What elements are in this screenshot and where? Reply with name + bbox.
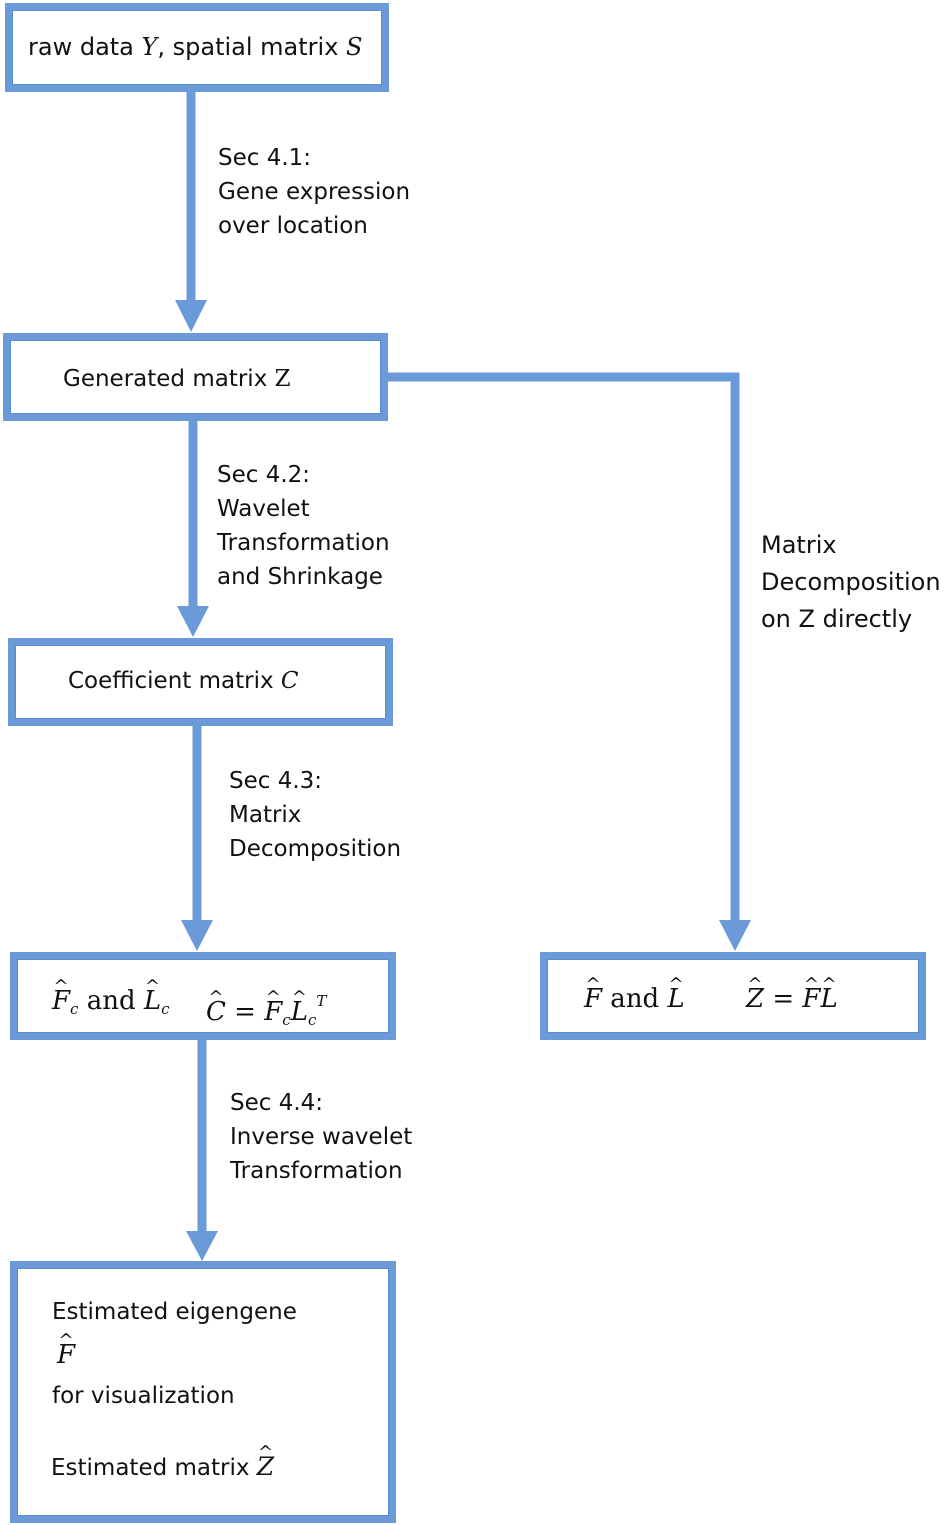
coefficient-matrix-text: Coefficient matrix (68, 668, 281, 694)
edge-label-line: Wavelet (217, 496, 310, 522)
edge-label-line: Matrix (761, 531, 837, 559)
edge-label-line: Sec 4.2: (217, 462, 311, 488)
generated-matrix-label: Generated matrix Z (63, 362, 291, 396)
output-line-1: Estimated eigengene (52, 1299, 297, 1325)
edge-label-line: Transformation (217, 530, 390, 556)
z-hat-symbol: Z (746, 982, 764, 1016)
coefficient-matrix-label: Coefficient matrix C (68, 664, 299, 698)
z-hat-symbol: Z (257, 1450, 274, 1484)
output-f-hat: F (57, 1338, 75, 1372)
equals-sign: = (764, 984, 803, 1014)
edge-label-1: Sec 4.1: Gene expression over location (218, 141, 410, 243)
estimated-matrix-text: Estimated matrix (51, 1455, 257, 1481)
superscript-t: T (316, 992, 327, 1010)
generated-matrix-text: Generated matrix (63, 366, 275, 392)
edge-label-line: on Z directly (761, 605, 913, 633)
subscript-c: c (70, 1000, 79, 1018)
edge-arrowhead-2 (177, 606, 209, 637)
c-hat-equation: C = FcLcT (206, 984, 326, 1037)
f-hat-symbol: F (57, 1338, 75, 1372)
edge-label-line: Sec 4.1: (218, 145, 312, 171)
edge-label-line: Inverse wavelet (230, 1124, 413, 1150)
edge-label-line: Transformation (230, 1158, 403, 1184)
edge-label-line: Sec 4.3: (229, 768, 323, 794)
edge-label-line: Sec 4.4: (230, 1090, 324, 1116)
node-coefficient-matrix (8, 638, 393, 726)
edge-line-5 (386, 372, 740, 926)
c-hat-symbol: C (206, 995, 226, 1029)
edge-label-5: Matrix Decomposition on Z directly (761, 527, 941, 638)
edge-arrowhead-4 (186, 1231, 218, 1261)
subscript-c: c (282, 1011, 291, 1029)
edge-label-line: Decomposition (229, 836, 402, 862)
edge-arrowhead-1 (175, 300, 207, 332)
equals-sign: = (225, 997, 265, 1027)
f-hat-symbol: F (802, 982, 820, 1016)
y-symbol: Y (141, 33, 158, 61)
z-hat-equation: Z = FL (746, 982, 838, 1016)
edge-arrowhead-3 (181, 920, 213, 951)
edge-label-2: Sec 4.2: Wavelet Transformation and Shri… (217, 458, 390, 594)
node-fc-lc (10, 952, 396, 1040)
and-text: and (602, 984, 668, 1014)
output-line-3: Estimated matrix Z (51, 1450, 274, 1485)
raw-data-text: raw data (28, 33, 142, 61)
output-line-2: for visualization (52, 1383, 235, 1409)
node-raw-data (5, 3, 389, 92)
l-hat-symbol: L (291, 995, 308, 1029)
f-hat-symbol: F (52, 984, 70, 1018)
subscript-c: c (161, 1000, 170, 1018)
node-f-l (540, 952, 926, 1040)
spatial-matrix-text: , spatial matrix (157, 33, 347, 61)
s-symbol: S (346, 33, 363, 61)
node-generated-matrix (3, 333, 388, 421)
and-text: and (78, 986, 144, 1016)
l-hat-symbol: L (144, 984, 161, 1018)
edge-label-line: Gene expression (218, 179, 411, 205)
edge-arrowhead-5 (719, 920, 751, 951)
fc-lc-label: Fc and Lc (52, 984, 170, 1026)
c-symbol: C (280, 668, 299, 694)
l-hat-symbol: L (667, 982, 684, 1016)
edge-label-line: and Shrinkage (217, 564, 383, 590)
z-symbol: Z (274, 366, 291, 392)
f-hat-symbol: F (584, 982, 602, 1016)
edge-label-line: Matrix (229, 802, 302, 828)
edge-label-4: Sec 4.4: Inverse wavelet Transformation (230, 1086, 412, 1188)
node-output (10, 1261, 396, 1523)
subscript-c: c (307, 1011, 317, 1029)
edge-label-line: over location (218, 213, 368, 239)
l-hat-symbol: L (820, 982, 837, 1016)
edge-label-3: Sec 4.3: Matrix Decomposition (229, 764, 401, 866)
f-hat-symbol: F (264, 995, 282, 1029)
raw-data-label: raw data Y, spatial matrix S (28, 30, 362, 64)
f-l-label: F and L (584, 982, 685, 1016)
edge-label-line: Decomposition (761, 568, 941, 596)
